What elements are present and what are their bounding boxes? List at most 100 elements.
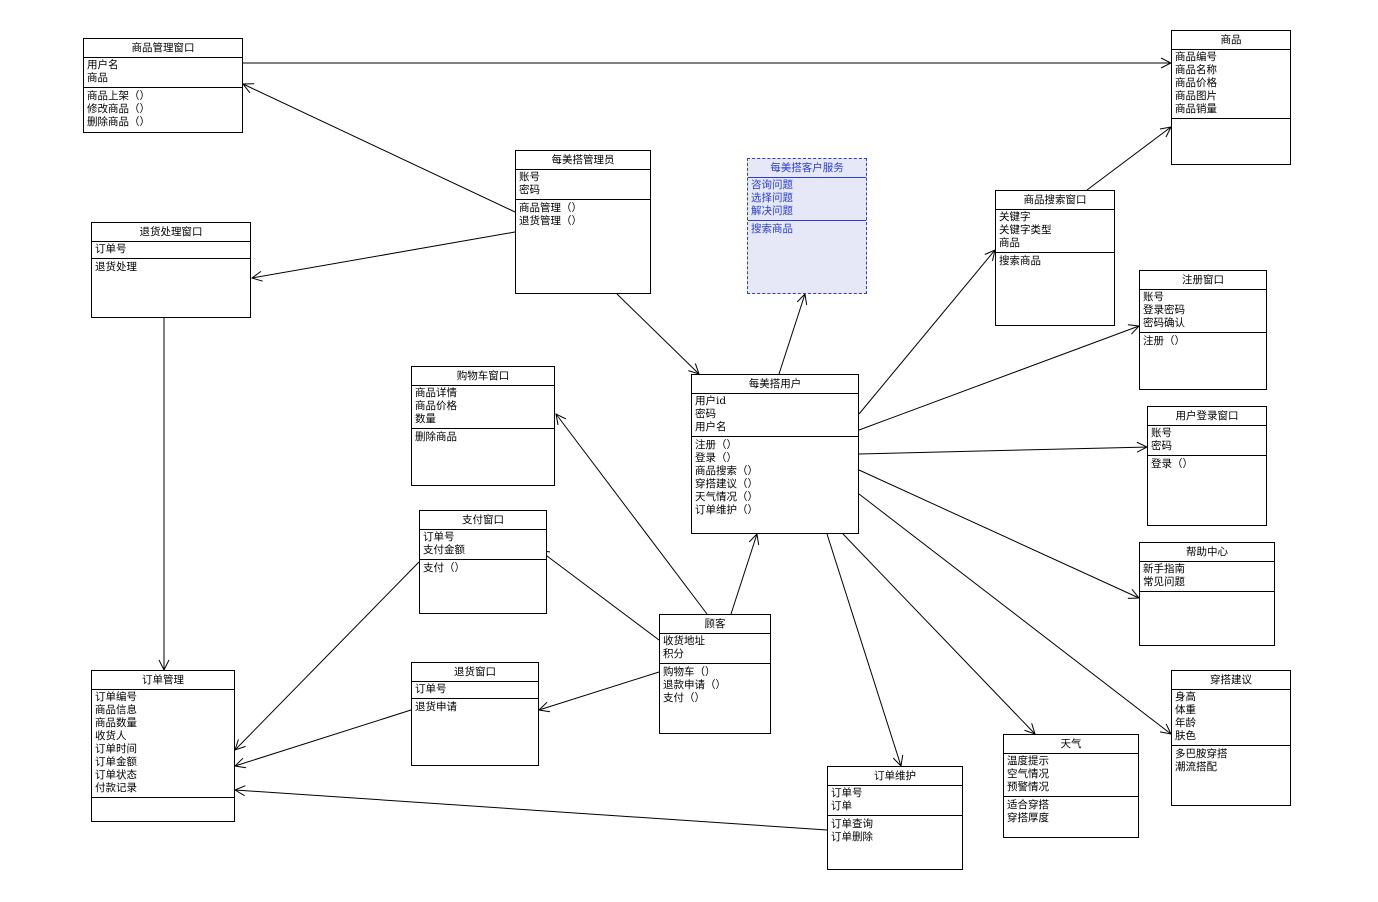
attribute: 商品 [999,237,1020,249]
attribute: 商品信息 [95,704,137,716]
class-title: 退货窗口 [412,663,538,682]
operation: 退货处理 [95,261,137,273]
attribute-section: 用户名商品 [84,58,242,88]
operation: 登录（） [1151,458,1193,470]
attribute: 咨询问题 [751,179,793,191]
attribute: 订单号 [95,243,127,255]
attribute: 关键字 [999,211,1031,223]
operation-section: 搜索商品 [748,221,866,238]
association-arrow-user-to-register-window [858,326,1139,431]
class-title: 购物车窗口 [412,367,554,386]
association-arrow-user-to-search-window [858,250,995,415]
attribute: 密码 [1151,440,1172,452]
attribute: 积分 [663,648,684,660]
operation-section: 订单查询订单删除 [828,816,962,846]
operation: 商品管理（） [519,202,582,214]
class-title: 帮助中心 [1140,543,1274,562]
class-outfit-advice[interactable]: 穿搭建议身高体重年龄肤色多巴胺穿搭潮流搭配 [1171,670,1291,806]
attribute-section: 关键字关键字类型商品 [996,210,1114,253]
attribute: 用户名 [87,59,119,71]
operation: 注册（） [695,439,737,451]
class-order-mgmt[interactable]: 订单管理订单编号商品信息商品数量收货人订单时间订单金额订单状态付款记录 [91,670,235,822]
association-arrow-customer-to-user [730,534,757,615]
class-product-mgmt-window[interactable]: 商品管理窗口用户名商品商品上架（）修改商品（）删除商品（） [83,38,243,133]
operation: 注册（） [1143,335,1185,347]
attribute: 密码 [519,184,540,196]
class-return-window[interactable]: 退货窗口订单号退货申请 [411,662,539,766]
operation-section: 删除商品 [412,429,554,446]
operation-section: 购物车（）退款申请（）支付（） [660,664,770,707]
attribute: 收货人 [95,730,127,742]
operation-section [1140,592,1274,596]
class-cart-window[interactable]: 购物车窗口商品详情商品价格数量删除商品 [411,366,555,486]
attribute: 用户id [695,395,727,407]
class-title: 支付窗口 [420,511,546,530]
attribute-section: 收货地址积分 [660,634,770,664]
operation: 适合穿搭 [1007,799,1049,811]
class-help-center[interactable]: 帮助中心新手指南常见问题 [1139,542,1275,646]
class-title: 商品管理窗口 [84,39,242,58]
attribute: 温度提示 [1007,755,1049,767]
class-customer-service[interactable]: 每美搭客户服务咨询问题选择问题解决问题搜索商品 [747,158,867,294]
class-search-window[interactable]: 商品搜索窗口关键字关键字类型商品搜索商品 [995,190,1115,326]
attribute: 订单状态 [95,769,137,781]
operation-section: 注册（）登录（）商品搜索（）穿搭建议（）天气情况（）订单维护（） [692,437,858,519]
class-order-maintenance[interactable]: 订单维护订单号订单订单查询订单删除 [827,766,963,870]
association-arrow-customer-to-payment-window [539,550,660,641]
operation-section: 登录（） [1148,456,1266,473]
operation-section: 多巴胺穿搭潮流搭配 [1172,746,1290,776]
operation: 穿搭厚度 [1007,812,1049,824]
attribute-section: 订单号订单 [828,786,962,816]
class-title: 每美搭用户 [692,375,858,394]
association-arrow-user-to-login-window [858,447,1147,455]
class-title: 每美搭管理员 [516,151,650,170]
association-arrow-customer-to-cart-window [556,414,708,615]
class-payment-window[interactable]: 支付窗口订单号支付金额支付（） [419,510,547,614]
operation: 天气情况（） [695,491,758,503]
class-title: 注册窗口 [1140,271,1266,290]
association-arrow-payment-window-to-order-mgmt [235,561,420,750]
attribute: 账号 [1143,291,1164,303]
class-admin[interactable]: 每美搭管理员账号密码商品管理（）退货管理（） [515,150,651,294]
attribute: 订单号 [831,787,863,799]
operation: 多巴胺穿搭 [1175,748,1228,760]
attribute-section: 商品编号商品名称商品价格商品图片商品销量 [1172,50,1290,119]
attribute: 密码确认 [1143,317,1185,329]
attribute: 关键字类型 [999,224,1052,236]
attribute: 商品编号 [1175,51,1217,63]
attribute-section: 新手指南常见问题 [1140,562,1274,592]
attribute: 商品详情 [415,387,457,399]
class-title: 每美搭客户服务 [748,159,866,178]
operation-section: 商品管理（）退货管理（） [516,200,650,230]
attribute-section: 咨询问题选择问题解决问题 [748,178,866,221]
operation: 登录（） [695,452,737,464]
operation: 订单删除 [831,831,873,843]
class-login-window[interactable]: 用户登录窗口账号密码登录（） [1147,406,1267,526]
attribute: 选择问题 [751,192,793,204]
attribute: 登录密码 [1143,304,1185,316]
class-title: 退货处理窗口 [92,223,250,242]
class-customer[interactable]: 顾客收货地址积分购物车（）退款申请（）支付（） [659,614,771,734]
attribute: 常见问题 [1143,576,1185,588]
attribute: 订单 [831,800,852,812]
attribute: 数量 [415,413,436,425]
attribute: 订单编号 [95,691,137,703]
attribute: 身高 [1175,691,1196,703]
association-arrow-return-window-to-order-mgmt [235,709,412,766]
class-product[interactable]: 商品商品编号商品名称商品价格商品图片商品销量 [1171,30,1291,165]
attribute: 密码 [695,408,716,420]
operation-section [1172,119,1290,123]
association-arrow-user-to-customer-service [778,294,805,375]
association-arrow-order-maintenance-to-order-mgmt [235,790,828,831]
operation: 退款申请（） [663,679,726,691]
operation: 订单查询 [831,818,873,830]
attribute: 订单号 [415,683,447,695]
attribute: 商品名称 [1175,64,1217,76]
attribute: 商品价格 [415,400,457,412]
class-weather[interactable]: 天气温度提示空气情况预警情况适合穿搭穿搭厚度 [1003,734,1139,838]
class-return-processing-window[interactable]: 退货处理窗口订单号退货处理 [91,222,251,318]
class-register-window[interactable]: 注册窗口账号登录密码密码确认注册（） [1139,270,1267,390]
attribute: 肤色 [1175,730,1196,742]
attribute: 账号 [519,171,540,183]
